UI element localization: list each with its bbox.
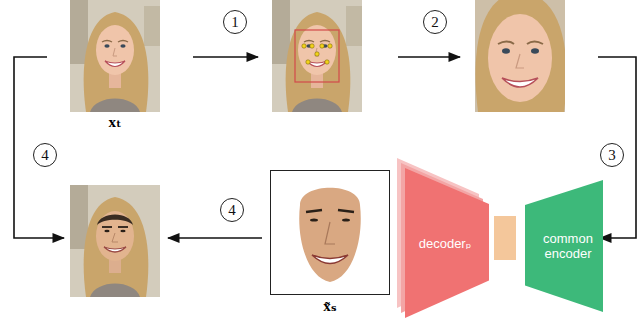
image-caption: xₜ bbox=[108, 114, 121, 130]
block-label-area: decoderₚ bbox=[405, 168, 489, 318]
callout-number: 1 bbox=[223, 10, 247, 34]
landmark-photo bbox=[272, 0, 362, 112]
photo-caption-node: xₜ bbox=[70, 0, 160, 112]
block-label: common encoder bbox=[539, 231, 597, 261]
block-label-area: common encoder bbox=[525, 180, 603, 312]
callout-number: 4 bbox=[220, 198, 244, 222]
block-label: decoderₚ bbox=[419, 236, 472, 251]
aligned-photo bbox=[475, 0, 565, 112]
generated-face-frame: x̃ₛ bbox=[270, 170, 390, 295]
trapezoid-fill bbox=[525, 180, 603, 312]
callout-number: 4 bbox=[33, 143, 57, 167]
encoder-block: common encoder bbox=[525, 180, 603, 312]
target-photo bbox=[70, 0, 160, 112]
result-photo bbox=[70, 185, 160, 297]
decoder-block: decoderₚ bbox=[405, 168, 489, 318]
trapezoid-fill bbox=[405, 168, 489, 318]
callout-number: 2 bbox=[423, 10, 447, 34]
callout-number: 3 bbox=[600, 143, 624, 167]
image-caption: x̃ₛ bbox=[323, 298, 336, 314]
latent-code bbox=[494, 216, 516, 260]
generated-face bbox=[270, 170, 390, 295]
